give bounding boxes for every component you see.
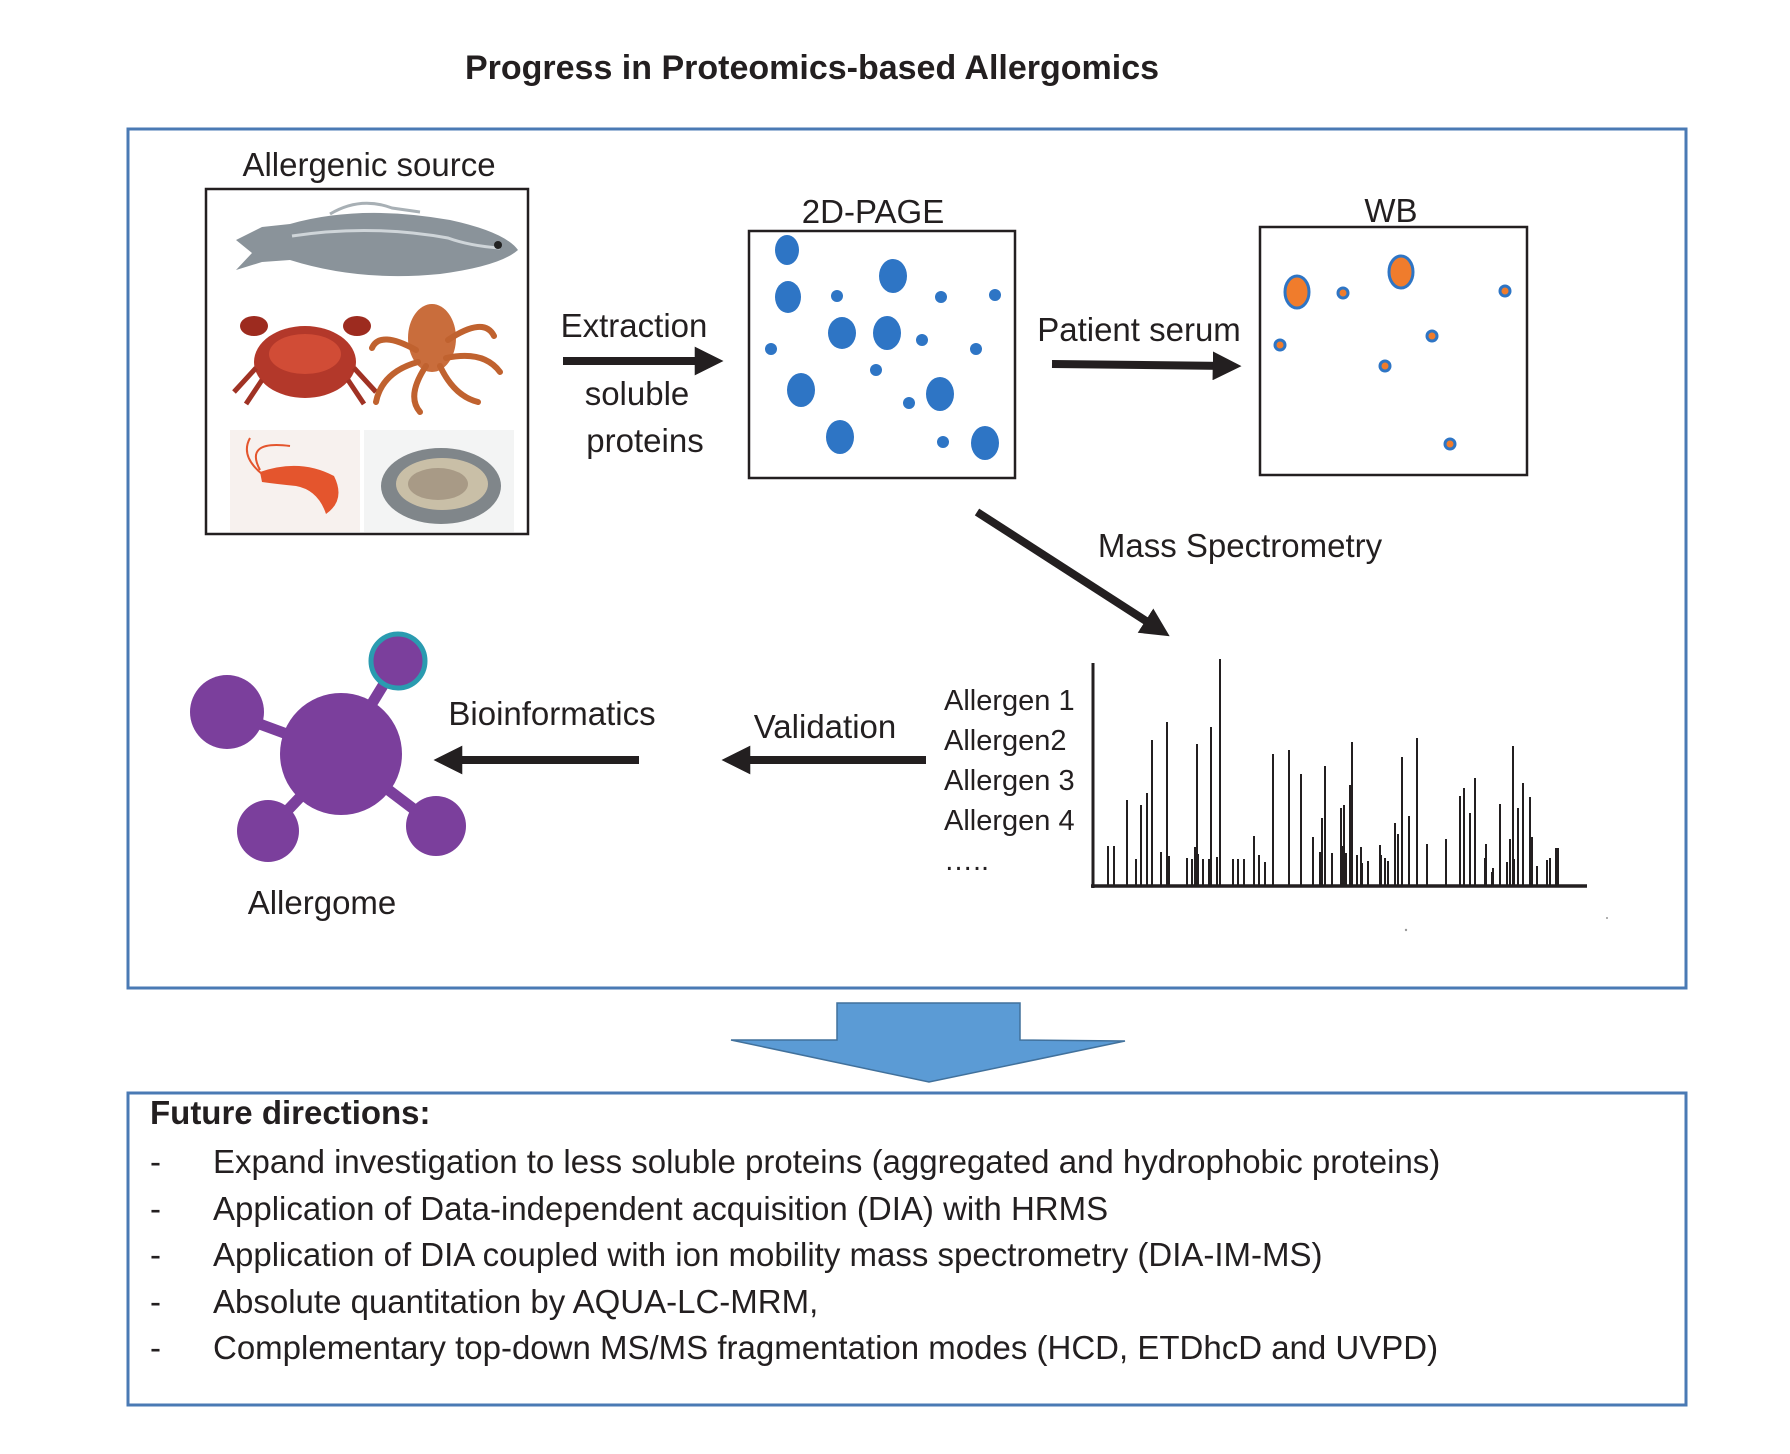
gel-spot bbox=[873, 316, 901, 350]
gel-spot bbox=[926, 377, 954, 411]
gel-spot bbox=[775, 281, 801, 313]
wb-spot bbox=[1273, 338, 1287, 352]
octopus-image bbox=[369, 304, 503, 415]
gel-spot bbox=[765, 343, 777, 355]
gel-spot bbox=[787, 373, 815, 407]
bioinformatics-label: Bioinformatics bbox=[448, 695, 655, 732]
gel-spot bbox=[828, 317, 856, 349]
future-direction-item: - Complementary top-down MS/MS fragmentat… bbox=[150, 1325, 1670, 1372]
gel-spot bbox=[971, 426, 999, 460]
wb-spot bbox=[1498, 284, 1512, 298]
allergen-list-item: Allergen 3 bbox=[944, 765, 1075, 797]
wb-spot bbox=[1378, 359, 1392, 373]
wb-label: WB bbox=[1364, 192, 1417, 229]
gel-spot bbox=[970, 343, 982, 355]
source-label: Allergenic source bbox=[242, 146, 495, 183]
allergen-list-item: Allergen2 bbox=[944, 725, 1067, 757]
bullet-dash: - bbox=[150, 1189, 161, 1227]
workflow-frame bbox=[126, 127, 1688, 990]
extraction-sublabel-soluble: soluble bbox=[585, 375, 690, 412]
gel-spot bbox=[935, 291, 947, 303]
ms-label: Mass Spectrometry bbox=[1098, 527, 1383, 564]
future-directions-title: Future directions: bbox=[150, 1094, 431, 1131]
crab-image bbox=[232, 316, 378, 406]
validation-label: Validation bbox=[754, 708, 897, 745]
allergen-list-item: ….. bbox=[944, 845, 989, 877]
gel-spot bbox=[831, 290, 843, 302]
gel-spot bbox=[775, 235, 799, 265]
wb-spot bbox=[1283, 274, 1311, 310]
extraction-sublabel-proteins: proteins bbox=[586, 422, 703, 459]
future-direction-text: Application of Data-independent acquisit… bbox=[213, 1189, 1109, 1227]
allergome-label: Allergome bbox=[248, 884, 397, 921]
bullet-dash: - bbox=[150, 1329, 161, 1366]
serum-arrow bbox=[1051, 351, 1242, 381]
gel-spot bbox=[903, 397, 915, 409]
future-direction-text: Absolute quantitation by AQUA-LC-MRM, bbox=[213, 1282, 819, 1320]
speck bbox=[1606, 917, 1608, 919]
gel-spot bbox=[826, 420, 854, 454]
bullet-dash: - bbox=[150, 1282, 161, 1320]
wb-spot bbox=[1443, 437, 1457, 451]
fish-image bbox=[236, 201, 518, 277]
extraction-label: Extraction bbox=[561, 307, 708, 344]
gel-spot bbox=[989, 289, 1001, 301]
bullet-dash: - bbox=[150, 1143, 161, 1180]
wb-spots bbox=[1273, 254, 1512, 451]
future-directions-list: - Expand investigation to less soluble pr… bbox=[150, 1139, 1670, 1372]
bullet-dash: - bbox=[150, 1236, 161, 1273]
future-direction-text: Complementary top-down MS/MS fragmentati… bbox=[213, 1329, 1439, 1366]
allergen-list-item: Allergen 4 bbox=[944, 805, 1075, 837]
future-direction-item: - Application of Data-independent acquisi… bbox=[150, 1186, 1670, 1233]
future-frame bbox=[126, 1091, 1688, 1407]
wb-spot bbox=[1336, 286, 1350, 300]
oyster-image bbox=[364, 430, 514, 532]
future-direction-item: - Application of DIA coupled with ion mob… bbox=[150, 1232, 1670, 1279]
gel-spots bbox=[765, 235, 1001, 460]
future-direction-text: Expand investigation to less soluble pro… bbox=[213, 1143, 1441, 1180]
future-direction-item: - Expand investigation to less soluble pr… bbox=[150, 1139, 1670, 1186]
speck bbox=[1404, 928, 1408, 932]
shrimp-image bbox=[230, 430, 360, 532]
gel-spot bbox=[916, 334, 928, 346]
future-direction-item: - Absolute quantitation by AQUA-LC-MRM, bbox=[150, 1279, 1670, 1326]
future-directions: Future directions: - Expand investigation… bbox=[150, 1093, 1670, 1372]
serum-label: Patient serum bbox=[1037, 311, 1241, 348]
mass-spectrum bbox=[1091, 659, 1587, 888]
future-direction-text: Application of DIA coupled with ion mobi… bbox=[213, 1236, 1323, 1273]
page-label: 2D-PAGE bbox=[802, 193, 944, 230]
gel-spot bbox=[879, 259, 907, 293]
ms-arrow bbox=[974, 508, 1170, 637]
wb-spot bbox=[1387, 254, 1415, 290]
allergen-list-item: Allergen 1 bbox=[944, 685, 1075, 717]
figure-title: Progress in Proteomics-based Allergomics bbox=[465, 49, 1159, 87]
allergome-network-icon bbox=[190, 631, 466, 862]
down-arrow bbox=[730, 1002, 1126, 1083]
wb-spot bbox=[1425, 329, 1439, 343]
gel-spot bbox=[870, 364, 882, 376]
gel-spot bbox=[937, 436, 949, 448]
